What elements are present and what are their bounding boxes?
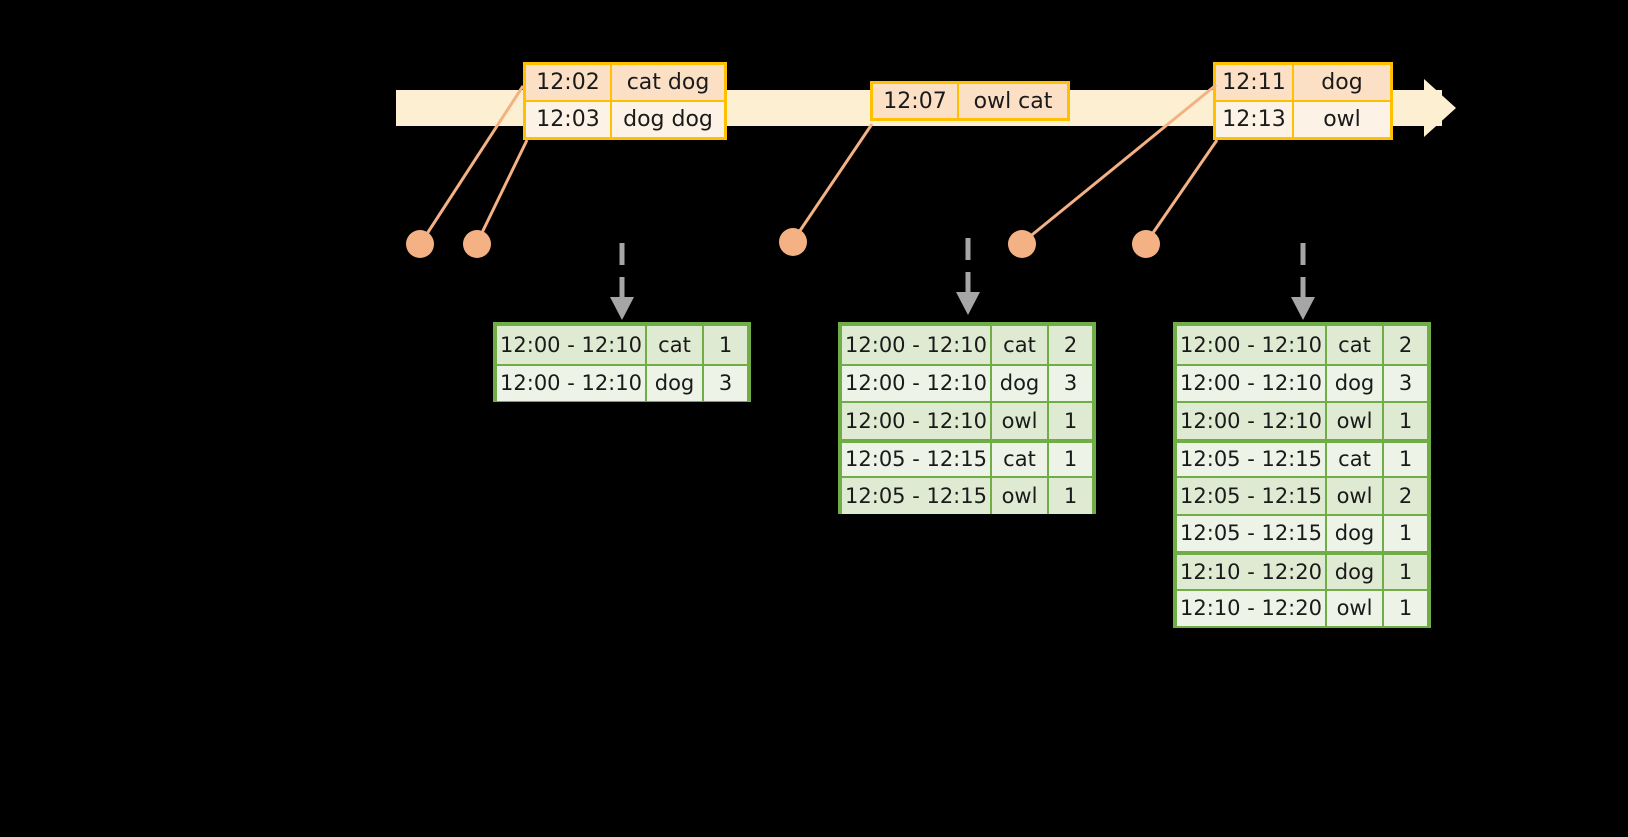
cell-window: 12:00 - 12:10 [1177, 365, 1327, 401]
event-time: 12:03 [526, 102, 612, 137]
table-row[interactable]: 12:05 - 12:15 cat 1 [842, 438, 1092, 476]
cell-count: 2 [1398, 483, 1413, 508]
leader-dot-2 [463, 230, 491, 258]
cell-word: dog [992, 365, 1049, 401]
cell-word: cat [647, 326, 704, 364]
cell-count: 2 [1398, 332, 1413, 357]
leader-line-5 [1144, 139, 1219, 244]
cell-word: cat [1327, 326, 1384, 364]
dashed-arrow-head-1 [610, 297, 634, 320]
cell-word: dog [647, 365, 704, 401]
leader-dot-4 [1008, 230, 1036, 258]
leader-dot-3 [779, 228, 807, 256]
table-row[interactable]: 12:00 - 12:10 owl 1 [842, 401, 1092, 439]
cell-count: 3 [1063, 371, 1078, 396]
leader-line-2 [475, 139, 529, 244]
cell-window: 12:00 - 12:10 [842, 403, 992, 439]
table-row[interactable]: 12:00 - 12:10 dog 3 [497, 363, 747, 401]
result-table-1[interactable]: 12:00 - 12:10 cat 1 12:00 - 12:10 dog 3 [493, 322, 751, 402]
event-words: owl cat [973, 88, 1053, 114]
result-table-2[interactable]: 12:00 - 12:10 cat 2 12:00 - 12:10 dog 3 … [838, 322, 1096, 514]
cell-count: 1 [1398, 596, 1413, 621]
cell-window: 12:00 - 12:10 [497, 365, 647, 401]
cell-word: owl [992, 403, 1049, 439]
cell-window: 12:05 - 12:15 [842, 442, 992, 476]
cell-window: 12:05 - 12:15 [842, 478, 992, 514]
cell-count: 1 [1398, 447, 1413, 472]
event-words: dog [1321, 70, 1363, 95]
cell-count: 1 [1063, 447, 1078, 472]
table-row[interactable]: 12:00 - 12:10 dog 3 [1177, 363, 1427, 401]
cell-count: 2 [1063, 332, 1078, 357]
cell-word: owl [1327, 403, 1384, 439]
cell-count: 1 [718, 332, 733, 357]
event-group-2[interactable]: 12:07 owl cat [870, 81, 1070, 121]
table-row[interactable]: 12:05 - 12:15 cat 1 [1177, 438, 1427, 476]
leader-line-3 [791, 123, 874, 242]
cell-window: 12:00 - 12:10 [842, 365, 992, 401]
event-words: cat dog [626, 70, 710, 95]
leader-dot-5 [1132, 230, 1160, 258]
dashed-arrow-head-2 [956, 292, 980, 315]
time-axis-arrowhead [1424, 79, 1456, 137]
event-time: 12:11 [1216, 65, 1294, 100]
cell-window: 12:00 - 12:10 [1177, 326, 1327, 364]
cell-word: cat [992, 442, 1049, 476]
cell-count: 1 [1398, 559, 1413, 584]
event-row[interactable]: 12:02 cat dog [526, 65, 724, 100]
event-time: 12:07 [873, 84, 959, 118]
cell-word: dog [1327, 365, 1384, 401]
cell-window: 12:05 - 12:15 [1177, 515, 1327, 551]
cell-word: owl [1327, 590, 1384, 626]
event-group-1[interactable]: 12:02 cat dog 12:03 dog dog [523, 62, 727, 140]
event-time: 12:13 [1216, 102, 1294, 137]
table-row[interactable]: 12:00 - 12:10 cat 2 [1177, 326, 1427, 364]
event-row[interactable]: 12:07 owl cat [873, 84, 1067, 118]
cell-count: 3 [718, 371, 733, 396]
leader-dot-1 [406, 230, 434, 258]
table-row[interactable]: 12:05 - 12:15 owl 2 [1177, 476, 1427, 514]
cell-window: 12:05 - 12:15 [1177, 442, 1327, 476]
event-row[interactable]: 12:13 owl [1216, 100, 1390, 137]
event-row[interactable]: 12:03 dog dog [526, 100, 724, 137]
table-row[interactable]: 12:10 - 12:20 owl 1 [1177, 588, 1427, 626]
table-row[interactable]: 12:00 - 12:10 dog 3 [842, 363, 1092, 401]
event-group-3[interactable]: 12:11 dog 12:13 owl [1213, 62, 1393, 140]
cell-word: dog [1327, 555, 1384, 589]
table-row[interactable]: 12:00 - 12:10 cat 1 [497, 326, 747, 364]
event-words: owl [1323, 107, 1361, 132]
cell-count: 1 [1063, 408, 1078, 433]
dashed-arrow-head-3 [1291, 297, 1315, 320]
table-row[interactable]: 12:10 - 12:20 dog 1 [1177, 551, 1427, 589]
cell-count: 1 [1398, 408, 1413, 433]
cell-window: 12:10 - 12:20 [1177, 555, 1327, 589]
table-row[interactable]: 12:00 - 12:10 cat 2 [842, 326, 1092, 364]
cell-window: 12:05 - 12:15 [1177, 478, 1327, 514]
cell-window: 12:00 - 12:10 [497, 326, 647, 364]
table-row[interactable]: 12:00 - 12:10 owl 1 [1177, 401, 1427, 439]
event-time: 12:02 [526, 65, 612, 100]
cell-word: cat [992, 326, 1049, 364]
cell-count: 1 [1063, 483, 1078, 508]
event-row[interactable]: 12:11 dog [1216, 65, 1390, 100]
cell-window: 12:10 - 12:20 [1177, 590, 1327, 626]
cell-count: 1 [1398, 521, 1413, 546]
cell-word: owl [1327, 478, 1384, 514]
cell-window: 12:00 - 12:10 [1177, 403, 1327, 439]
cell-word: cat [1327, 442, 1384, 476]
cell-window: 12:00 - 12:10 [842, 326, 992, 364]
table-row[interactable]: 12:05 - 12:15 dog 1 [1177, 513, 1427, 551]
table-row[interactable]: 12:05 - 12:15 owl 1 [842, 476, 1092, 514]
cell-word: dog [1327, 515, 1384, 551]
event-words: dog dog [623, 107, 713, 132]
result-table-3[interactable]: 12:00 - 12:10 cat 2 12:00 - 12:10 dog 3 … [1173, 322, 1431, 628]
cell-word: owl [992, 478, 1049, 514]
cell-count: 3 [1398, 371, 1413, 396]
